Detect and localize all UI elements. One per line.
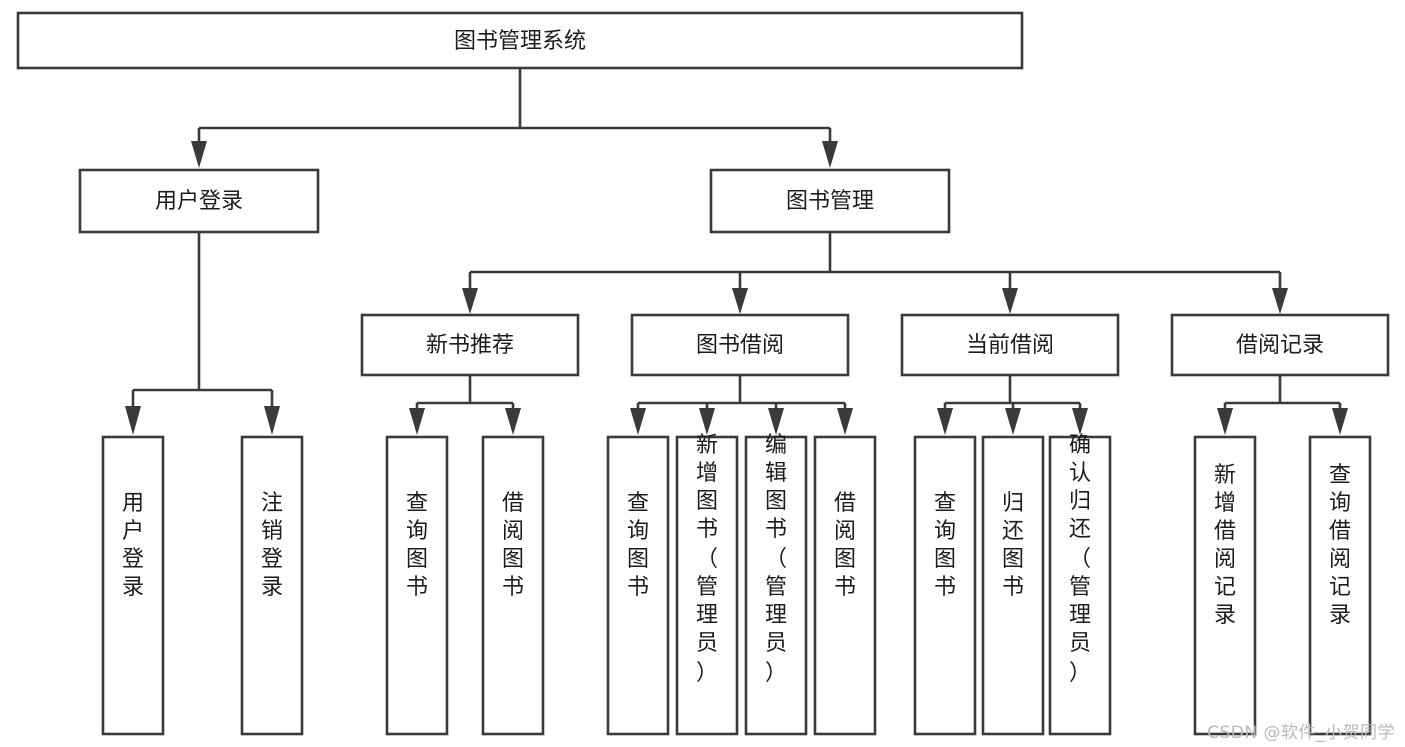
leaf-user-login[interactable]: 用户登录	[101, 435, 165, 736]
node-user-login[interactable]: 用户登录	[78, 168, 320, 234]
node-new-book-recommend[interactable]: 新书推荐	[360, 313, 580, 377]
leaf-new-borrow-book-label: 借阅图书	[502, 491, 524, 600]
node-book-management-label: 图书管理	[786, 189, 874, 214]
leaf-edit-book-admin-box[interactable]	[744, 435, 808, 736]
arrow-head-to-user-login	[191, 141, 207, 168]
leaf-borrow-book-box[interactable]	[813, 435, 877, 736]
node-root-box[interactable]	[16, 11, 1024, 70]
node-new-book-recommend-label: 新书推荐	[426, 333, 514, 358]
leaf-borrow-query-book-box[interactable]	[606, 435, 670, 736]
csdn-watermark: CSDN @软件_小贺同学	[1207, 723, 1395, 743]
arrow-head-current-leaf-1	[937, 408, 953, 435]
leaf-confirm-return-admin-box[interactable]	[1048, 435, 1112, 736]
arrow-head-borrow-leaf-1	[630, 408, 646, 435]
leaf-new-borrow-book[interactable]: 借阅图书	[481, 435, 545, 736]
leaf-borrow-book-label: 借阅图书	[834, 491, 856, 600]
node-book-borrow-label: 图书借阅	[696, 333, 784, 358]
node-new-book-recommend-box[interactable]	[360, 313, 580, 377]
node-borrow-records-label: 借阅记录	[1236, 333, 1324, 358]
node-borrow-records[interactable]: 借阅记录	[1170, 313, 1390, 377]
node-current-borrow[interactable]: 当前借阅	[900, 313, 1120, 377]
arrow-head-current-leaf-3	[1072, 408, 1088, 435]
leaf-query-borrow-record-box[interactable]	[1308, 435, 1372, 736]
leaf-current-query-book[interactable]: 查询图书	[913, 435, 977, 736]
node-root-system[interactable]: 图书管理系统	[16, 11, 1024, 70]
arrow-head-new-books-leaf-2	[505, 408, 521, 435]
arrow-head-to-borrow-books	[732, 288, 748, 314]
leaf-add-book-admin[interactable]: 新增图书（管理员）	[675, 433, 739, 736]
leaf-query-borrow-record-label: 查询借阅记录	[1329, 463, 1351, 628]
arrow-head-to-book-mgmt	[822, 141, 838, 168]
node-current-borrow-label: 当前借阅	[966, 333, 1054, 358]
arrow-head-to-current-borrow	[1002, 288, 1018, 314]
arrow-head-to-borrow-records	[1272, 288, 1288, 314]
leaf-add-borrow-record-label: 新增借阅记录	[1214, 463, 1236, 628]
arrow-head-leaf-logout	[264, 406, 280, 435]
arrow-head-borrow-leaf-2	[699, 408, 715, 435]
leaf-add-book-admin-label: 新增图书（管理员）	[696, 433, 718, 686]
leaf-confirm-return-admin-label: 确认归还（管理员）	[1069, 433, 1091, 686]
leaf-add-book-admin-box[interactable]	[675, 435, 739, 736]
leaf-logout-label: 注销登录	[261, 491, 283, 600]
arrow-head-new-books-leaf-1	[409, 408, 425, 435]
leaf-add-borrow-record-box[interactable]	[1193, 435, 1257, 736]
leaf-user-login-label: 用户登录	[122, 491, 144, 600]
leaf-borrow-query-book-label: 查询图书	[627, 491, 649, 600]
leaf-confirm-return-admin[interactable]: 确认归还（管理员）	[1048, 433, 1112, 736]
leaf-new-borrow-book-box[interactable]	[481, 435, 545, 736]
leaf-new-query-book[interactable]: 查询图书	[385, 435, 449, 736]
leaf-borrow-query-book[interactable]: 查询图书	[606, 435, 670, 736]
leaf-current-query-book-label: 查询图书	[934, 491, 956, 600]
node-book-borrow[interactable]: 图书借阅	[630, 313, 850, 377]
leaf-user-login-box[interactable]	[101, 435, 165, 736]
node-book-management-box[interactable]	[709, 168, 951, 234]
leaf-logout-box[interactable]	[240, 435, 304, 736]
node-borrow-records-box[interactable]	[1170, 313, 1390, 377]
leaf-edit-book-admin[interactable]: 编辑图书（管理员）	[744, 433, 808, 736]
node-user-login-label: 用户登录	[155, 189, 243, 214]
leaf-edit-book-admin-label: 编辑图书（管理员）	[765, 433, 787, 686]
node-book-management[interactable]: 图书管理	[709, 168, 951, 234]
leaf-return-book-box[interactable]	[981, 435, 1045, 736]
node-current-borrow-box[interactable]	[900, 313, 1120, 377]
leaf-new-query-book-box[interactable]	[385, 435, 449, 736]
arrow-head-leaf-user-login	[125, 406, 141, 435]
leaf-add-borrow-record[interactable]: 新增借阅记录	[1193, 435, 1257, 736]
leaf-borrow-book[interactable]: 借阅图书	[813, 435, 877, 736]
leaf-query-borrow-record[interactable]: 查询借阅记录	[1308, 435, 1372, 736]
leaf-return-book[interactable]: 归还图书	[981, 435, 1045, 736]
node-user-login-box[interactable]	[78, 168, 320, 234]
node-root-label: 图书管理系统	[454, 29, 586, 54]
leaf-current-query-book-box[interactable]	[913, 435, 977, 736]
leaf-logout[interactable]: 注销登录	[240, 435, 304, 736]
leaf-return-book-label: 归还图书	[1002, 491, 1024, 600]
arrow-head-records-leaf-1	[1217, 408, 1233, 435]
arrow-head-to-new-books	[462, 288, 478, 314]
leaf-new-query-book-label: 查询图书	[406, 491, 428, 600]
arrow-head-borrow-leaf-4	[837, 408, 853, 435]
node-book-borrow-box[interactable]	[630, 313, 850, 377]
arrow-head-records-leaf-2	[1332, 408, 1348, 435]
arrow-head-borrow-leaf-3	[768, 408, 784, 435]
arrow-head-current-leaf-2	[1005, 408, 1021, 435]
connector-layer	[125, 68, 1348, 435]
